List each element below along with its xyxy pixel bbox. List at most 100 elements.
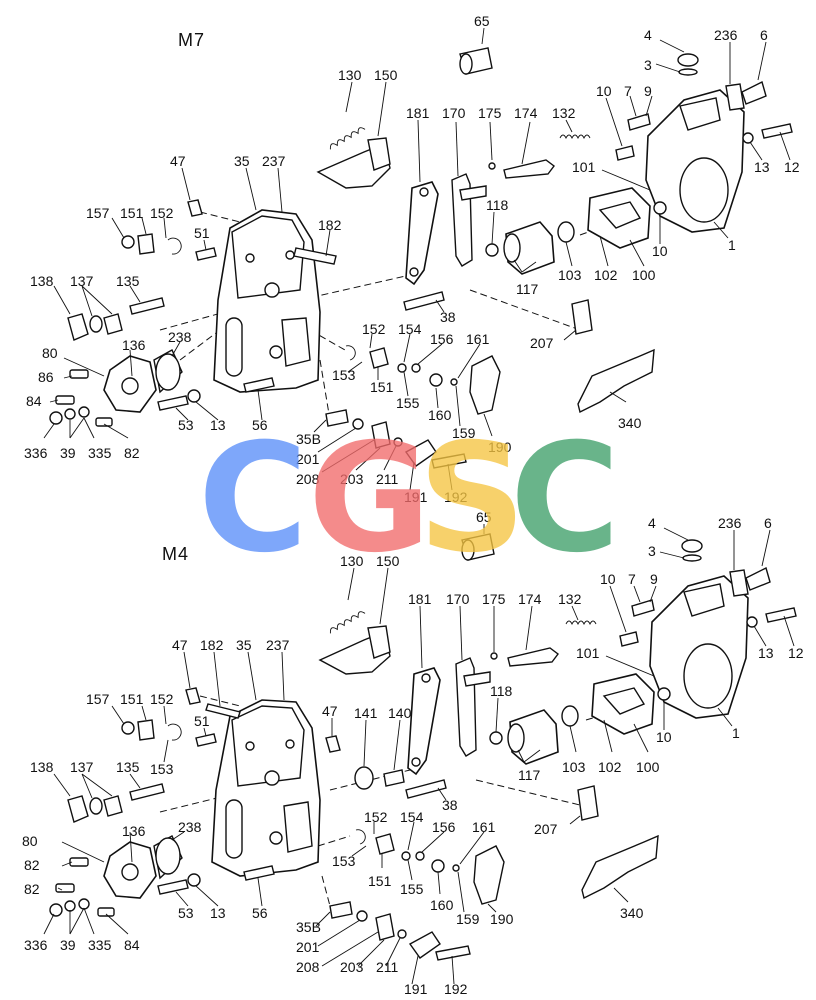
part-label: 101	[576, 645, 600, 661]
part-label: 151	[368, 873, 392, 889]
part-label: 13	[758, 645, 774, 661]
part-label: 38	[442, 797, 458, 813]
part-label: 161	[472, 819, 496, 835]
part-label: 9	[644, 83, 652, 99]
part-label: 174	[514, 105, 538, 121]
watermark-letter-s: S	[418, 412, 526, 586]
part-label: 47	[172, 637, 188, 653]
part-label: 160	[430, 897, 454, 913]
part-label: 103	[562, 759, 586, 775]
part-label: 117	[516, 281, 539, 297]
part-label: 4	[644, 27, 652, 43]
part-label: 340	[620, 905, 644, 921]
part-label: 236	[714, 27, 738, 43]
part-label: 150	[376, 553, 400, 569]
part-label: 13	[754, 159, 770, 175]
part-label: 39	[60, 445, 76, 461]
part-label: 153	[150, 761, 174, 777]
part-label: 138	[30, 273, 54, 289]
part-label: 192	[444, 981, 468, 997]
part-label: 175	[482, 591, 506, 607]
part-label: 35	[234, 153, 250, 169]
part-label: 39	[60, 937, 76, 953]
part-label: 137	[70, 759, 94, 775]
part-label: 84	[26, 393, 42, 409]
part-label: 136	[122, 823, 146, 839]
part-label: 237	[262, 153, 286, 169]
part-label: 174	[518, 591, 542, 607]
watermark-letter-c2: C	[510, 412, 620, 586]
part-label: 211	[376, 471, 399, 487]
part-label: 10	[600, 571, 616, 587]
exploded-view-m7: M7	[24, 13, 800, 505]
watermark-letter-c1: C	[198, 412, 308, 586]
part-label: 155	[396, 395, 420, 411]
part-label: 53	[178, 905, 194, 921]
part-label: 80	[42, 345, 58, 361]
part-label: 6	[760, 27, 768, 43]
part-label: 47	[170, 153, 186, 169]
part-label: 82	[24, 857, 40, 873]
part-label: 100	[632, 267, 656, 283]
part-label: 170	[442, 105, 466, 121]
part-label: 130	[340, 553, 364, 569]
part-label: 10	[652, 243, 668, 259]
part-label: 336	[24, 445, 48, 461]
part-label: 35	[236, 637, 252, 653]
part-label: 207	[534, 821, 558, 837]
part-label: 154	[400, 809, 424, 825]
part-label: 1	[728, 237, 736, 253]
part-label: 140	[388, 705, 412, 721]
part-label: 238	[168, 329, 192, 345]
part-label: 136	[122, 337, 146, 353]
part-label: 336	[24, 937, 48, 953]
part-label: 159	[452, 425, 476, 441]
part-label: 151	[370, 379, 394, 395]
part-label: 237	[266, 637, 290, 653]
part-label: 152	[364, 809, 388, 825]
part-label: 4	[648, 515, 656, 531]
part-label: 117	[518, 767, 541, 783]
part-label: 207	[530, 335, 554, 351]
view-title: M4	[162, 544, 189, 564]
part-label: 156	[432, 819, 456, 835]
part-label: 335	[88, 445, 112, 461]
part-label: 9	[650, 571, 658, 587]
part-label: 135	[116, 759, 140, 775]
part-label: 152	[362, 321, 386, 337]
part-label: 65	[474, 13, 490, 29]
part-label: 153	[332, 367, 356, 383]
part-label: 51	[194, 713, 210, 729]
part-label: 138	[30, 759, 54, 775]
part-label: 141	[354, 705, 378, 721]
part-label: 236	[718, 515, 742, 531]
part-label: 157	[86, 205, 110, 221]
part-label: 151	[120, 691, 144, 707]
part-label: 208	[296, 471, 320, 487]
part-label: 191	[404, 981, 428, 997]
part-label: 56	[252, 905, 268, 921]
part-label: 82	[124, 445, 140, 461]
part-label: 181	[406, 105, 430, 121]
part-label: 170	[446, 591, 470, 607]
part-label: 340	[618, 415, 642, 431]
part-label: 175	[478, 105, 502, 121]
part-label: 3	[648, 543, 656, 559]
part-label: 53	[178, 417, 194, 433]
part-label: 160	[428, 407, 452, 423]
part-label: 201	[296, 939, 320, 955]
part-label: 102	[594, 267, 618, 283]
part-label: 56	[252, 417, 268, 433]
part-label: 47	[322, 703, 338, 719]
part-label: 10	[596, 83, 612, 99]
part-label: 118	[490, 683, 513, 699]
part-label: 192	[444, 489, 468, 505]
part-label: 51	[194, 225, 210, 241]
part-label: 238	[178, 819, 202, 835]
part-label: 118	[486, 197, 509, 213]
part-label: 182	[200, 637, 224, 653]
part-label: 152	[150, 691, 174, 707]
part-label: 103	[558, 267, 582, 283]
part-label: 13	[210, 417, 226, 433]
